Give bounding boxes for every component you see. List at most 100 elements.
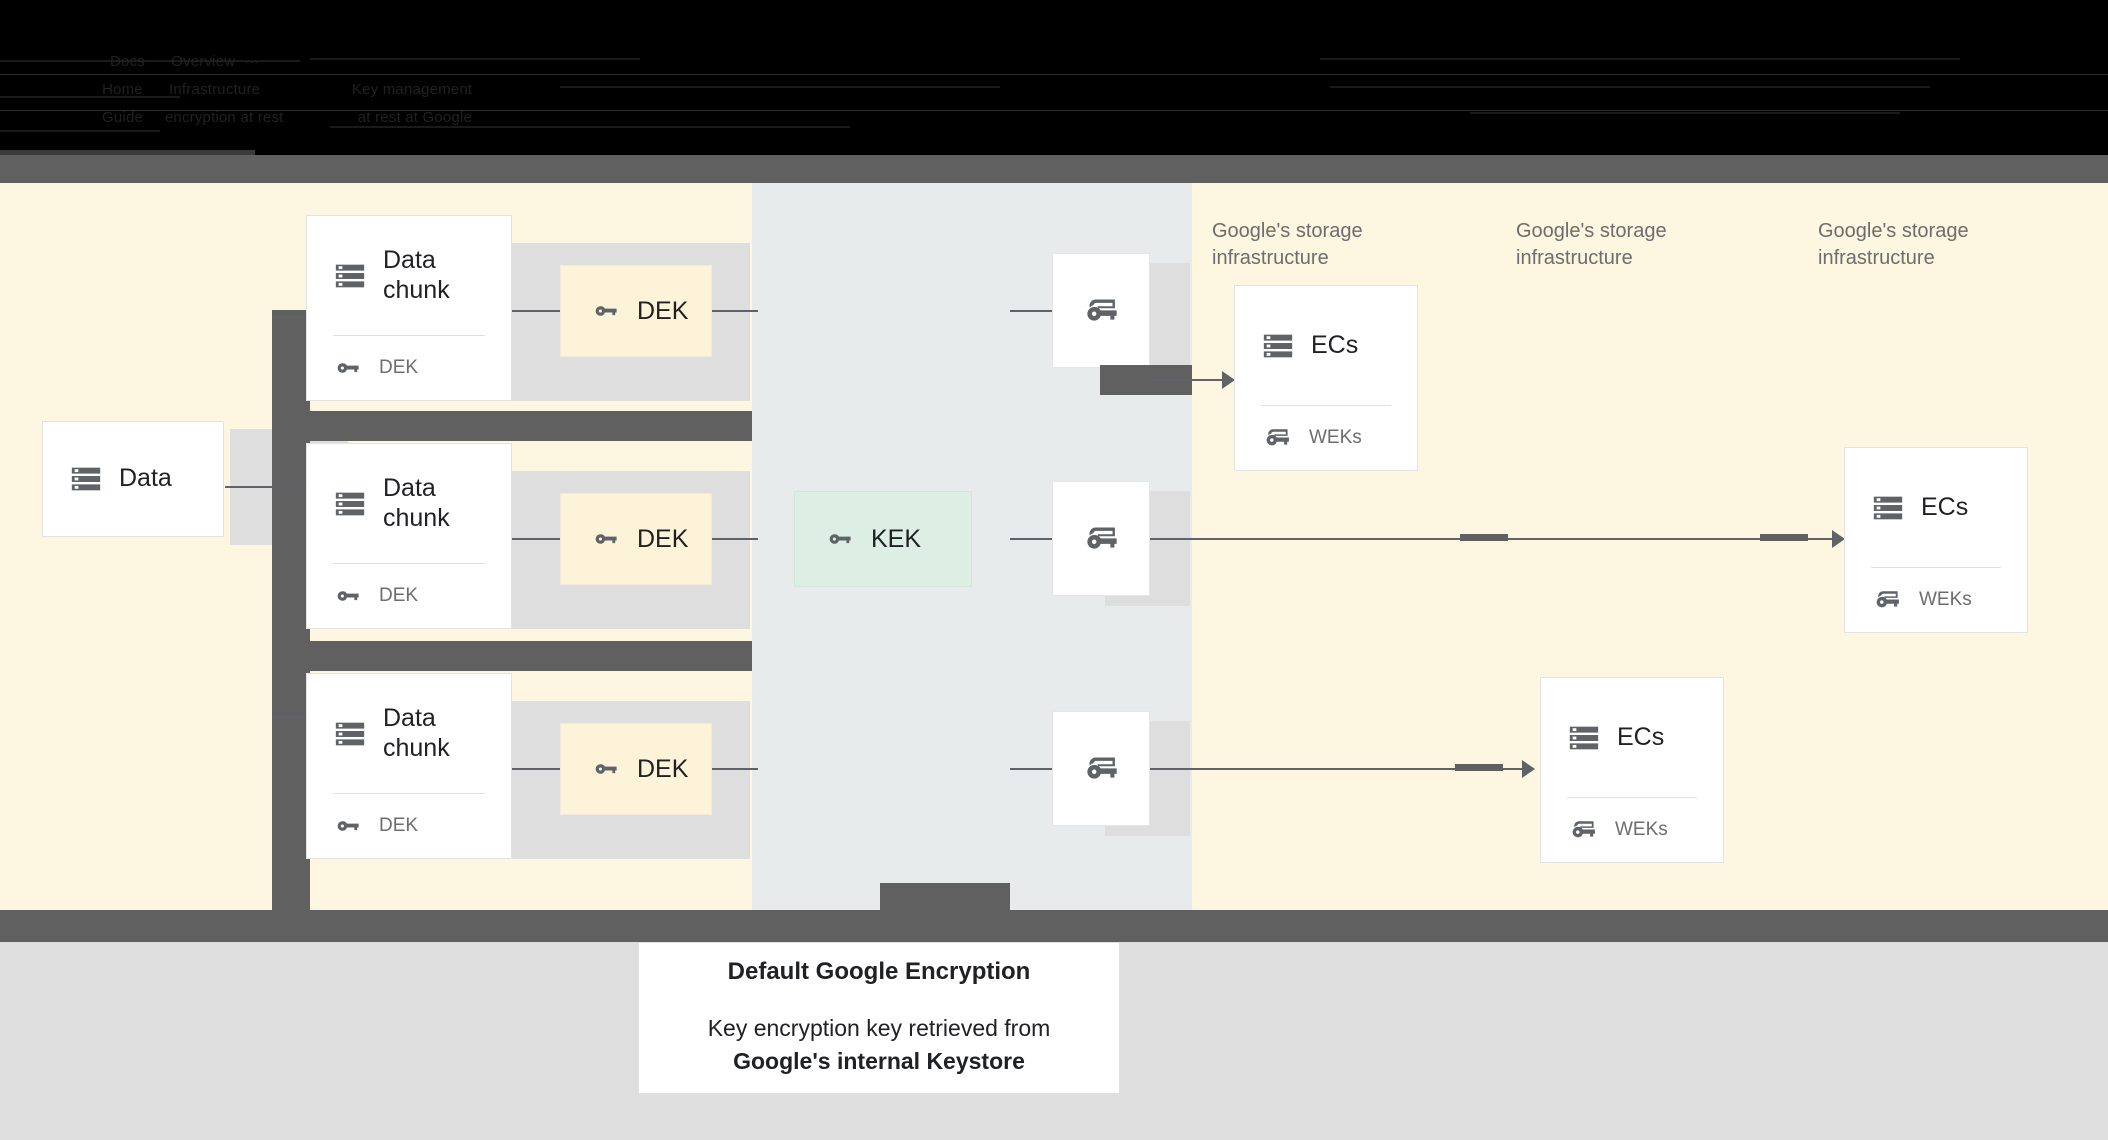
wrapped-key-icon <box>1871 584 1903 616</box>
ecs-2-key-row: WEKs <box>1845 568 2027 632</box>
ecs-3-header: ECs <box>1541 678 1723 797</box>
chunk-1-title: Data chunk <box>383 246 450 304</box>
chip-dek-1[interactable]: DEK <box>560 265 712 357</box>
wire-bracket-chunk-1 <box>272 316 312 318</box>
arrowhead-ecs1 <box>1222 371 1235 389</box>
key-icon <box>825 524 855 554</box>
caption-title: Default Google Encryption <box>727 958 1031 986</box>
key-icon <box>333 353 363 383</box>
server-icon <box>1567 721 1601 755</box>
wrapped-key-icon <box>1080 518 1122 560</box>
chip-dek-2[interactable]: DEK <box>560 493 712 585</box>
chunk-1-key-label: DEK <box>379 357 419 378</box>
chunk-2-header: Data chunk <box>307 444 511 563</box>
ecs-3-key-label: WEKs <box>1615 819 1668 840</box>
chip-kek[interactable]: KEK <box>794 491 972 587</box>
chunk-3-header: Data chunk <box>307 674 511 793</box>
redaction-flow-2b <box>1760 534 1808 541</box>
wire-chunk2-dek2 <box>512 538 560 540</box>
ecs-3-title: ECs <box>1617 722 1665 751</box>
key-icon <box>591 524 621 554</box>
card-data-row: Data <box>43 422 223 536</box>
wrapped-key-icon <box>1080 290 1122 332</box>
chunk-2-divider <box>333 563 485 564</box>
redaction-flow-3 <box>1455 764 1503 771</box>
encryption-flow-diagram: Data Data chunk <box>0 183 2108 953</box>
redaction-flow-2a <box>1460 534 1508 541</box>
arrowhead-ecs2 <box>1832 530 1845 548</box>
wire-kek-keytile-1 <box>1010 310 1052 312</box>
chunk-3-title: Data chunk <box>383 704 450 762</box>
chunk-3-key-label: DEK <box>379 815 419 836</box>
card-data-chunk-1[interactable]: Data chunk DEK <box>306 215 512 401</box>
wire-chunk3-dek3 <box>512 768 560 770</box>
ecs-1-divider <box>1261 405 1391 406</box>
keytile-wrapped-key-2[interactable] <box>1052 481 1150 596</box>
ecs-1-key-label: WEKs <box>1309 427 1362 448</box>
card-ecs-1[interactable]: ECs WEKs <box>1234 285 1418 471</box>
wire-dek2-out <box>712 538 758 540</box>
redaction-gutter-2 <box>272 641 752 671</box>
chunk-3-key-row: DEK <box>307 794 511 858</box>
chip-dek-2-label: DEK <box>637 524 689 553</box>
redaction-band-bottom <box>880 883 1010 910</box>
wire-chunk1-dek1 <box>512 310 560 312</box>
ecs-1-header: ECs <box>1235 286 1417 405</box>
infra-label-2: Google's storage infrastructure <box>1516 220 1667 269</box>
chunk-3-divider <box>333 793 485 794</box>
infra-label-3: Google's storage infrastructure <box>1818 220 1969 269</box>
caption-body: Key encryption key retrieved from Google… <box>708 1012 1051 1077</box>
ecs-2-title: ECs <box>1921 492 1969 521</box>
chunk-2-key-row: DEK <box>307 564 511 628</box>
ecs-1-key-row: WEKs <box>1235 406 1417 470</box>
chip-dek-3-label: DEK <box>637 754 689 783</box>
chunk-2-title: Data chunk <box>383 474 450 532</box>
header-line-2: Home Infrastructure Key management <box>102 81 473 98</box>
keytile-wrapped-key-1[interactable] <box>1052 253 1150 368</box>
wire-keytile3-ecs3 <box>1150 768 1530 770</box>
key-icon <box>591 754 621 784</box>
wire-kek-keytile-2 <box>1010 538 1052 540</box>
infra-label-1: Google's storage infrastructure <box>1212 220 1363 269</box>
server-icon <box>1261 329 1295 363</box>
wire-bracket-chunk-3 <box>272 716 312 718</box>
key-icon <box>333 581 363 611</box>
key-icon <box>591 296 621 326</box>
header-divider-strip <box>0 155 2108 183</box>
ecs-3-divider <box>1567 797 1697 798</box>
wire-dek1-out <box>712 310 758 312</box>
server-icon <box>333 487 367 521</box>
wire-dek3-out <box>712 768 758 770</box>
caption-line-2: Google's internal Keystore <box>733 1048 1025 1074</box>
server-icon <box>69 462 103 496</box>
ecs-2-header: ECs <box>1845 448 2027 567</box>
wrapped-key-icon <box>1567 814 1599 846</box>
card-ecs-2[interactable]: ECs WEKs <box>1844 447 2028 633</box>
obscured-browser-header: Docs Overview ··· Home Infrastructure Ke… <box>0 0 2108 156</box>
card-data[interactable]: Data <box>42 421 224 537</box>
wire-kek-keytile-3 <box>1010 768 1052 770</box>
server-icon <box>333 259 367 293</box>
card-ecs-3[interactable]: ECs WEKs <box>1540 677 1724 863</box>
wrapped-key-icon <box>1080 748 1122 790</box>
ecs-2-divider <box>1871 567 2001 568</box>
wrapped-key-icon <box>1261 422 1293 454</box>
chip-dek-3[interactable]: DEK <box>560 723 712 815</box>
ecs-2-key-label: WEKs <box>1919 589 1972 610</box>
chunk-2-key-label: DEK <box>379 585 419 606</box>
caption-panel: Default Google Encryption Key encryption… <box>638 942 1120 1094</box>
header-line-3: Guide encryption at rest at rest at Goog… <box>102 109 473 126</box>
chip-dek-1-label: DEK <box>637 296 689 325</box>
card-data-chunk-2[interactable]: Data chunk DEK <box>306 443 512 629</box>
wire-keytile1-ecs1 <box>1150 379 1230 381</box>
ecs-3-key-row: WEKs <box>1541 798 1723 862</box>
keytile-wrapped-key-3[interactable] <box>1052 711 1150 826</box>
chip-kek-label: KEK <box>871 524 922 553</box>
chunk-1-header: Data chunk <box>307 216 511 335</box>
redaction-gutter-1 <box>272 411 752 441</box>
chunk-1-divider <box>333 335 485 336</box>
header-line-1: Docs Overview ··· <box>110 53 260 70</box>
arrowhead-ecs3 <box>1522 760 1535 778</box>
card-data-chunk-3[interactable]: Data chunk DEK <box>306 673 512 859</box>
